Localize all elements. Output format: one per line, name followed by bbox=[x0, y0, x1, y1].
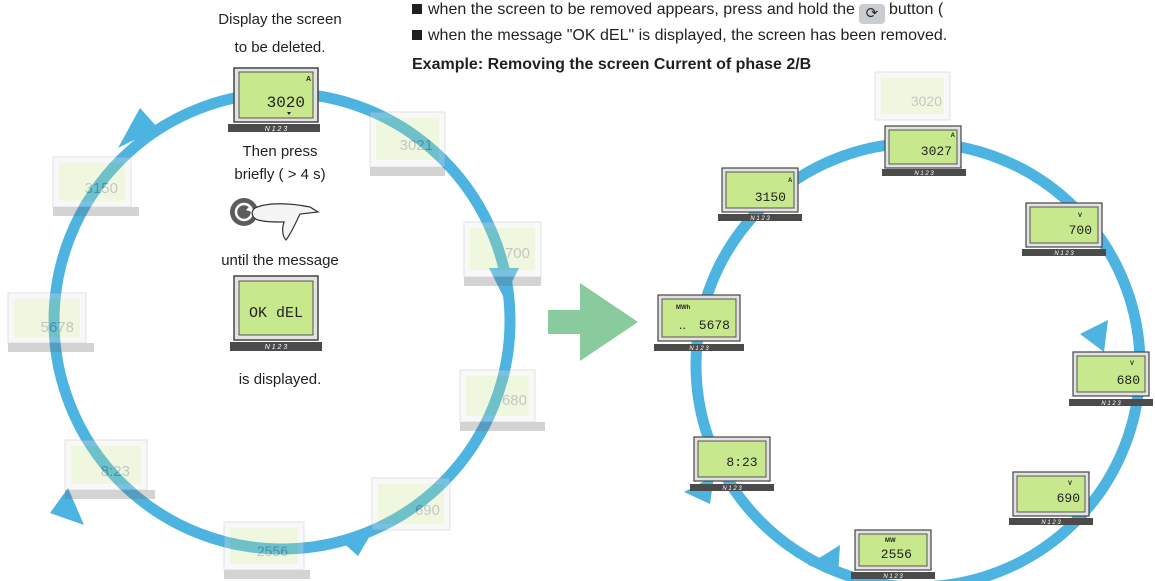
press-text-1: Then press bbox=[242, 143, 318, 160]
faded-screen: 680 bbox=[459, 369, 545, 431]
right-screen-5678: MWh 5678 .. N 1 2 3 bbox=[654, 294, 744, 352]
ring-arrow-head bbox=[50, 488, 84, 525]
right-screen-3027: A 3027 N 1 2 3 bbox=[882, 125, 966, 177]
bullet-icon bbox=[412, 4, 422, 14]
faded-value: 700 bbox=[505, 245, 530, 262]
removed-screen: 3020 bbox=[874, 71, 951, 121]
ring-arrow-head bbox=[489, 268, 519, 298]
lcd-value: 3150 bbox=[755, 190, 786, 205]
press-button-hand-icon bbox=[230, 198, 320, 241]
unit-label: MW bbox=[885, 538, 896, 544]
lcd-value: 700 bbox=[1069, 223, 1092, 238]
instruction-1-tail: button ( bbox=[888, 1, 944, 18]
phase-label: N 1 2 3 bbox=[1101, 401, 1121, 407]
right-screen-690: V 690 N 1 2 3 bbox=[1009, 471, 1093, 526]
right-screen-3150: A 3150 N 1 2 3 bbox=[718, 167, 802, 222]
phase-label: N 1 2 3 bbox=[750, 216, 770, 222]
faded-value: 3021 bbox=[400, 137, 433, 154]
ring-arrow-head bbox=[808, 545, 840, 576]
faded-screen: 5678 bbox=[7, 292, 94, 352]
right-screen-823: 8:23 N 1 2 3 bbox=[690, 436, 774, 492]
faded-screen: 700 bbox=[463, 221, 542, 286]
lcd-value: 680 bbox=[1117, 373, 1140, 388]
unit-label: A bbox=[788, 178, 793, 184]
example-title: Example: Removing the screen Current of … bbox=[412, 56, 812, 73]
phase-label: N 1 2 3 bbox=[689, 346, 709, 352]
faded-screen: 2556 bbox=[223, 521, 310, 579]
lcd-value: 3020 bbox=[911, 93, 942, 109]
right-screen-680: V 680 N 1 2 3 bbox=[1069, 351, 1153, 407]
phase-label: N 1 2 3 bbox=[1054, 251, 1074, 257]
unit-label: A bbox=[306, 76, 311, 83]
phase-label: N 1 2 3 bbox=[265, 344, 288, 351]
instruction-2-text: when the message "OK dEL" is displayed, … bbox=[428, 27, 948, 44]
faded-screen: 3021 bbox=[369, 111, 446, 176]
lcd-value: 3020 bbox=[267, 94, 305, 112]
lcd-value: 8:23 bbox=[726, 455, 757, 470]
unit-label: V bbox=[1068, 481, 1072, 487]
ring-arrow-head bbox=[340, 522, 378, 556]
ok-del-message-screen: OK dEL N 1 2 3 bbox=[230, 275, 322, 351]
displayed-text: is displayed. bbox=[238, 371, 322, 388]
phase-label: N 1 2 3 bbox=[265, 126, 288, 133]
bullet-icon bbox=[412, 30, 422, 40]
right-screen-700: V 700 N 1 2 3 bbox=[1022, 202, 1106, 257]
faded-value: 5678 bbox=[41, 319, 74, 336]
faded-screen: 3150 bbox=[52, 156, 139, 216]
lcd-value: 3027 bbox=[921, 144, 952, 159]
lcd-value: 2556 bbox=[881, 547, 912, 562]
display-text-1: Display the screen bbox=[218, 11, 342, 28]
press-text-2: briefly ( > 4 s) bbox=[234, 166, 326, 183]
instruction-1-text: when the screen to be removed appears, p… bbox=[428, 1, 855, 18]
faded-screen: 690 bbox=[371, 477, 451, 531]
phase-label: N 1 2 3 bbox=[914, 171, 934, 177]
until-text: until the message bbox=[221, 252, 339, 269]
left-faded-screens: 3021 700 680 690 2556 8:23 bbox=[7, 111, 545, 579]
phase-bar bbox=[230, 342, 322, 351]
unit-label: V bbox=[1078, 213, 1082, 219]
instruction-line-2: when the message "OK dEL" is displayed, … bbox=[412, 26, 947, 45]
cycle-button-icon: ⟳ bbox=[858, 4, 885, 24]
faded-value: 680 bbox=[502, 392, 527, 409]
phase-bar bbox=[228, 124, 320, 132]
instruction-line-1: when the screen to be removed appears, p… bbox=[412, 0, 943, 24]
unit-label: V bbox=[1130, 361, 1134, 367]
faded-value: 3150 bbox=[85, 180, 118, 197]
lcd-value: 690 bbox=[1057, 491, 1080, 506]
transition-arrow-icon bbox=[548, 283, 638, 361]
svg-text:..: .. bbox=[679, 317, 686, 332]
active-screen-3020: A 3020 N 1 2 3 bbox=[228, 67, 320, 133]
faded-value: 8:23 bbox=[101, 463, 130, 480]
ring-arrow-head bbox=[1080, 320, 1108, 352]
unit-label: A bbox=[951, 133, 956, 139]
lcd-value: OK dEL bbox=[249, 305, 303, 322]
faded-value: 690 bbox=[415, 502, 440, 519]
right-screen-2556: MW 2556 N 1 2 3 bbox=[851, 529, 935, 580]
phase-label: N 1 2 3 bbox=[1041, 520, 1061, 526]
phase-label: N 1 2 3 bbox=[722, 486, 742, 492]
ring-arrow-head bbox=[118, 108, 158, 148]
unit-label: MWh bbox=[676, 305, 691, 311]
phase-label: N 1 2 3 bbox=[883, 574, 903, 580]
faded-value: 2556 bbox=[257, 543, 288, 559]
display-text-2: to be deleted. bbox=[234, 39, 326, 56]
lcd-value: 5678 bbox=[699, 318, 730, 333]
faded-screen: 8:23 bbox=[64, 439, 155, 499]
